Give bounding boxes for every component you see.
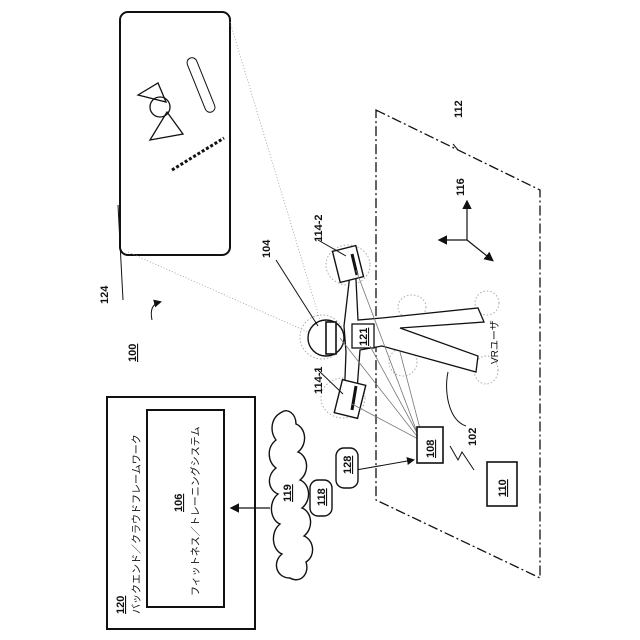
wireless-signal-108 xyxy=(450,446,474,470)
label-user-ref: 102 xyxy=(467,428,479,446)
label-training-system-name: フィットネス／トレーニングシステム xyxy=(189,427,202,597)
label-controller-left-ref: 114-1 xyxy=(313,366,325,394)
training-system-box xyxy=(147,410,224,607)
label-play-area-ref: 112 xyxy=(453,100,465,118)
label-backend-ref: 120 xyxy=(115,596,127,614)
vr-user xyxy=(300,245,499,418)
label-device-110: 110 xyxy=(497,479,509,497)
label-network-ref: 119 xyxy=(282,484,294,502)
label-display-ref: 124 xyxy=(99,285,111,304)
label-headset-ref: 104 xyxy=(261,239,273,258)
figure-arrow xyxy=(151,302,160,320)
headset xyxy=(326,322,336,354)
label-device-108: 108 xyxy=(425,440,437,458)
label-controller-right-ref: 114-2 xyxy=(313,214,325,242)
controller-left xyxy=(334,380,366,419)
label-body-ref: 121 xyxy=(358,328,370,346)
label-axes-ref: 116 xyxy=(455,178,467,196)
label-training-system-ref: 106 xyxy=(173,494,185,512)
label-fig-ref: 100 xyxy=(127,344,139,362)
label-user-caption: VRユーザ xyxy=(489,320,501,364)
label-link-128: 128 xyxy=(342,456,354,474)
coordinate-axes xyxy=(440,202,492,260)
label-link-118: 118 xyxy=(316,488,328,506)
label-backend-name: バックエンド／クラウドフレームワーク xyxy=(131,434,143,614)
link-arrow-108 xyxy=(356,460,413,470)
